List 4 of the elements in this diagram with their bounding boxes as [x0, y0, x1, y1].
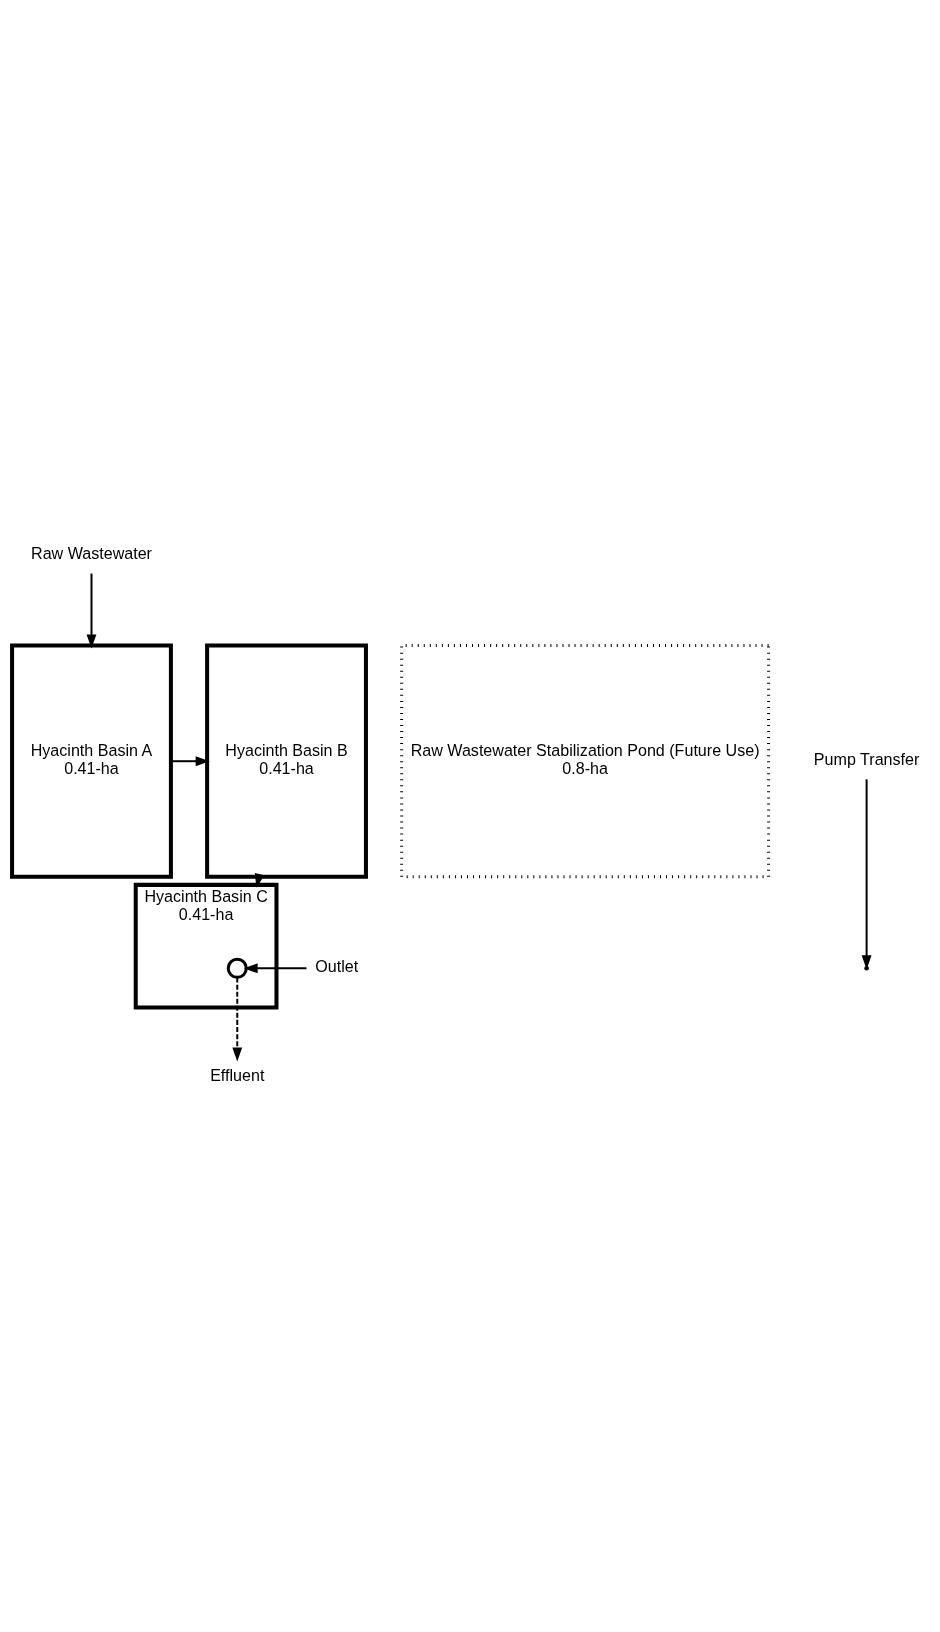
- node-text: Pump Transfer: [813, 750, 920, 769]
- node-text: Raw Wastewater: [31, 543, 152, 562]
- node-text: Effluent: [210, 1065, 265, 1084]
- node-text: Outlet: [315, 957, 359, 976]
